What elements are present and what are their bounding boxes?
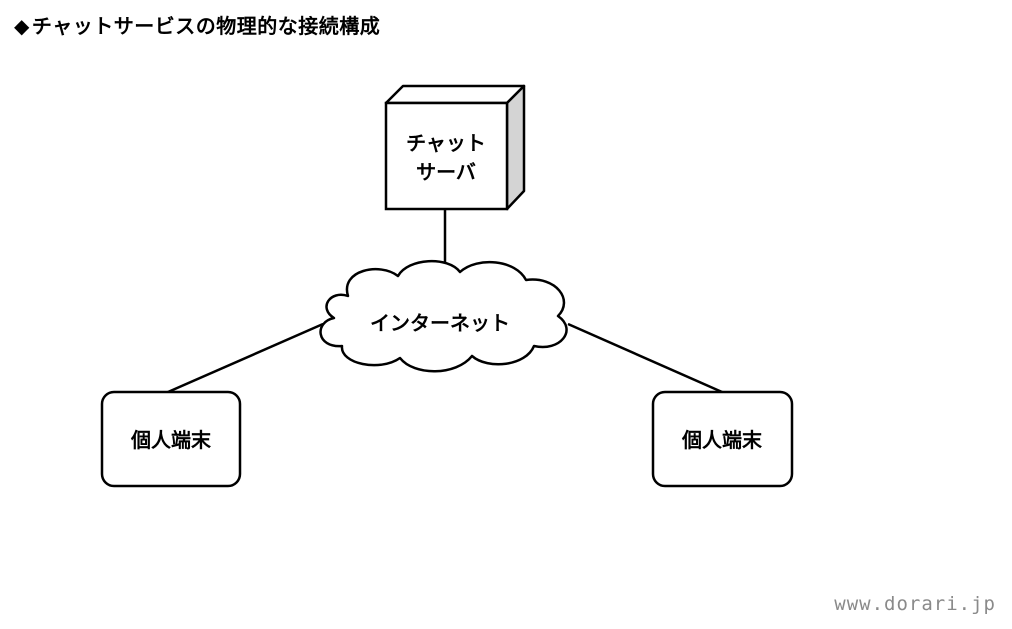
terminal-right-box — [651, 390, 794, 488]
server-front-face — [384, 101, 509, 211]
server-label-line1: チャット — [406, 131, 486, 155]
terminal-left-box — [100, 390, 242, 488]
terminal-right-label: 個人端末 — [681, 428, 763, 452]
watermark: www.dorari.jp — [834, 593, 996, 615]
server-side-face — [505, 84, 526, 211]
server-label-line2: サーバ — [416, 160, 476, 184]
cloud-shape — [319, 259, 568, 373]
page-title: ◆チャットサービスの物理的な接続構成 — [14, 10, 380, 39]
page-title-text: チャットサービスの物理的な接続構成 — [31, 14, 381, 38]
diamond-icon: ◆ — [14, 14, 30, 38]
connector-cloud-left-terminal — [167, 322, 324, 394]
cloud-label: インターネット — [370, 311, 510, 335]
personal-terminal-left: 個人端末 — [100, 390, 242, 488]
internet-cloud: インターネット — [319, 259, 568, 373]
server-top-face — [384, 84, 526, 105]
terminal-left-label: 個人端末 — [130, 428, 212, 452]
connector-cloud-right-terminal — [567, 322, 723, 394]
chat-server-box: チャット サーバ — [384, 84, 526, 211]
personal-terminal-right: 個人端末 — [651, 390, 794, 488]
